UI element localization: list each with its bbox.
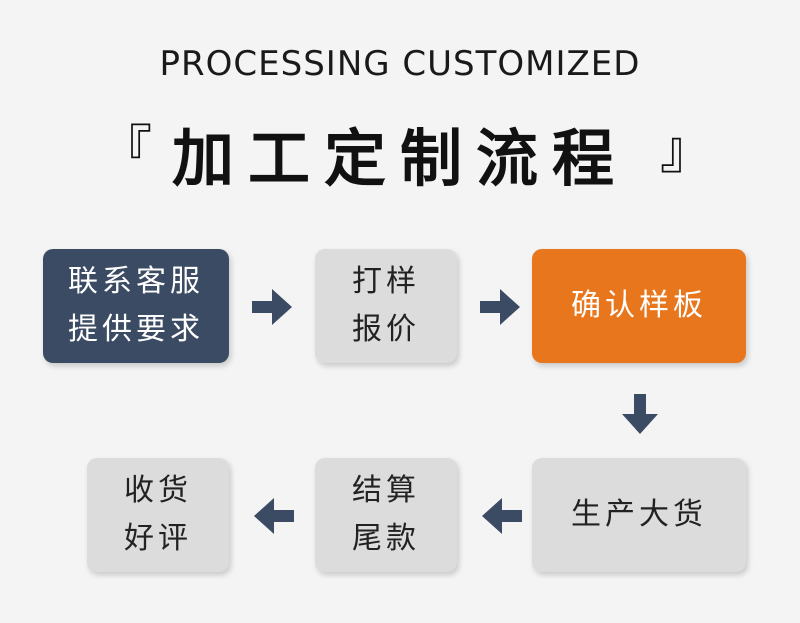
step-contact-service: 联系客服 提供要求 <box>43 249 229 363</box>
step-sample-quote: 打样 报价 <box>315 249 457 363</box>
step-label: 联系客服 提供要求 <box>68 264 204 347</box>
subtitle: PROCESSING CUSTOMIZED <box>159 44 641 84</box>
step-confirm-sample: 确认样板 <box>532 249 746 363</box>
step-label: 打样 报价 <box>352 264 420 347</box>
arrow-left-icon <box>482 498 522 534</box>
arrow-down-icon <box>622 394 658 434</box>
step-label: 收货 好评 <box>124 473 192 556</box>
step-final-payment: 结算 尾款 <box>315 458 457 572</box>
step-label: 生产大货 <box>571 497 707 532</box>
arrow-right-icon <box>480 289 520 325</box>
page-title: 加工定制流程 <box>171 122 628 195</box>
step-receive-review: 收货 好评 <box>87 458 229 572</box>
arrow-right-icon <box>252 289 292 325</box>
close-bracket: 』 <box>660 121 713 181</box>
arrow-left-icon <box>254 498 294 534</box>
open-bracket: 『 <box>100 121 153 181</box>
step-mass-production: 生产大货 <box>532 458 746 572</box>
step-label: 结算 尾款 <box>352 473 420 556</box>
step-label: 确认样板 <box>571 288 707 323</box>
